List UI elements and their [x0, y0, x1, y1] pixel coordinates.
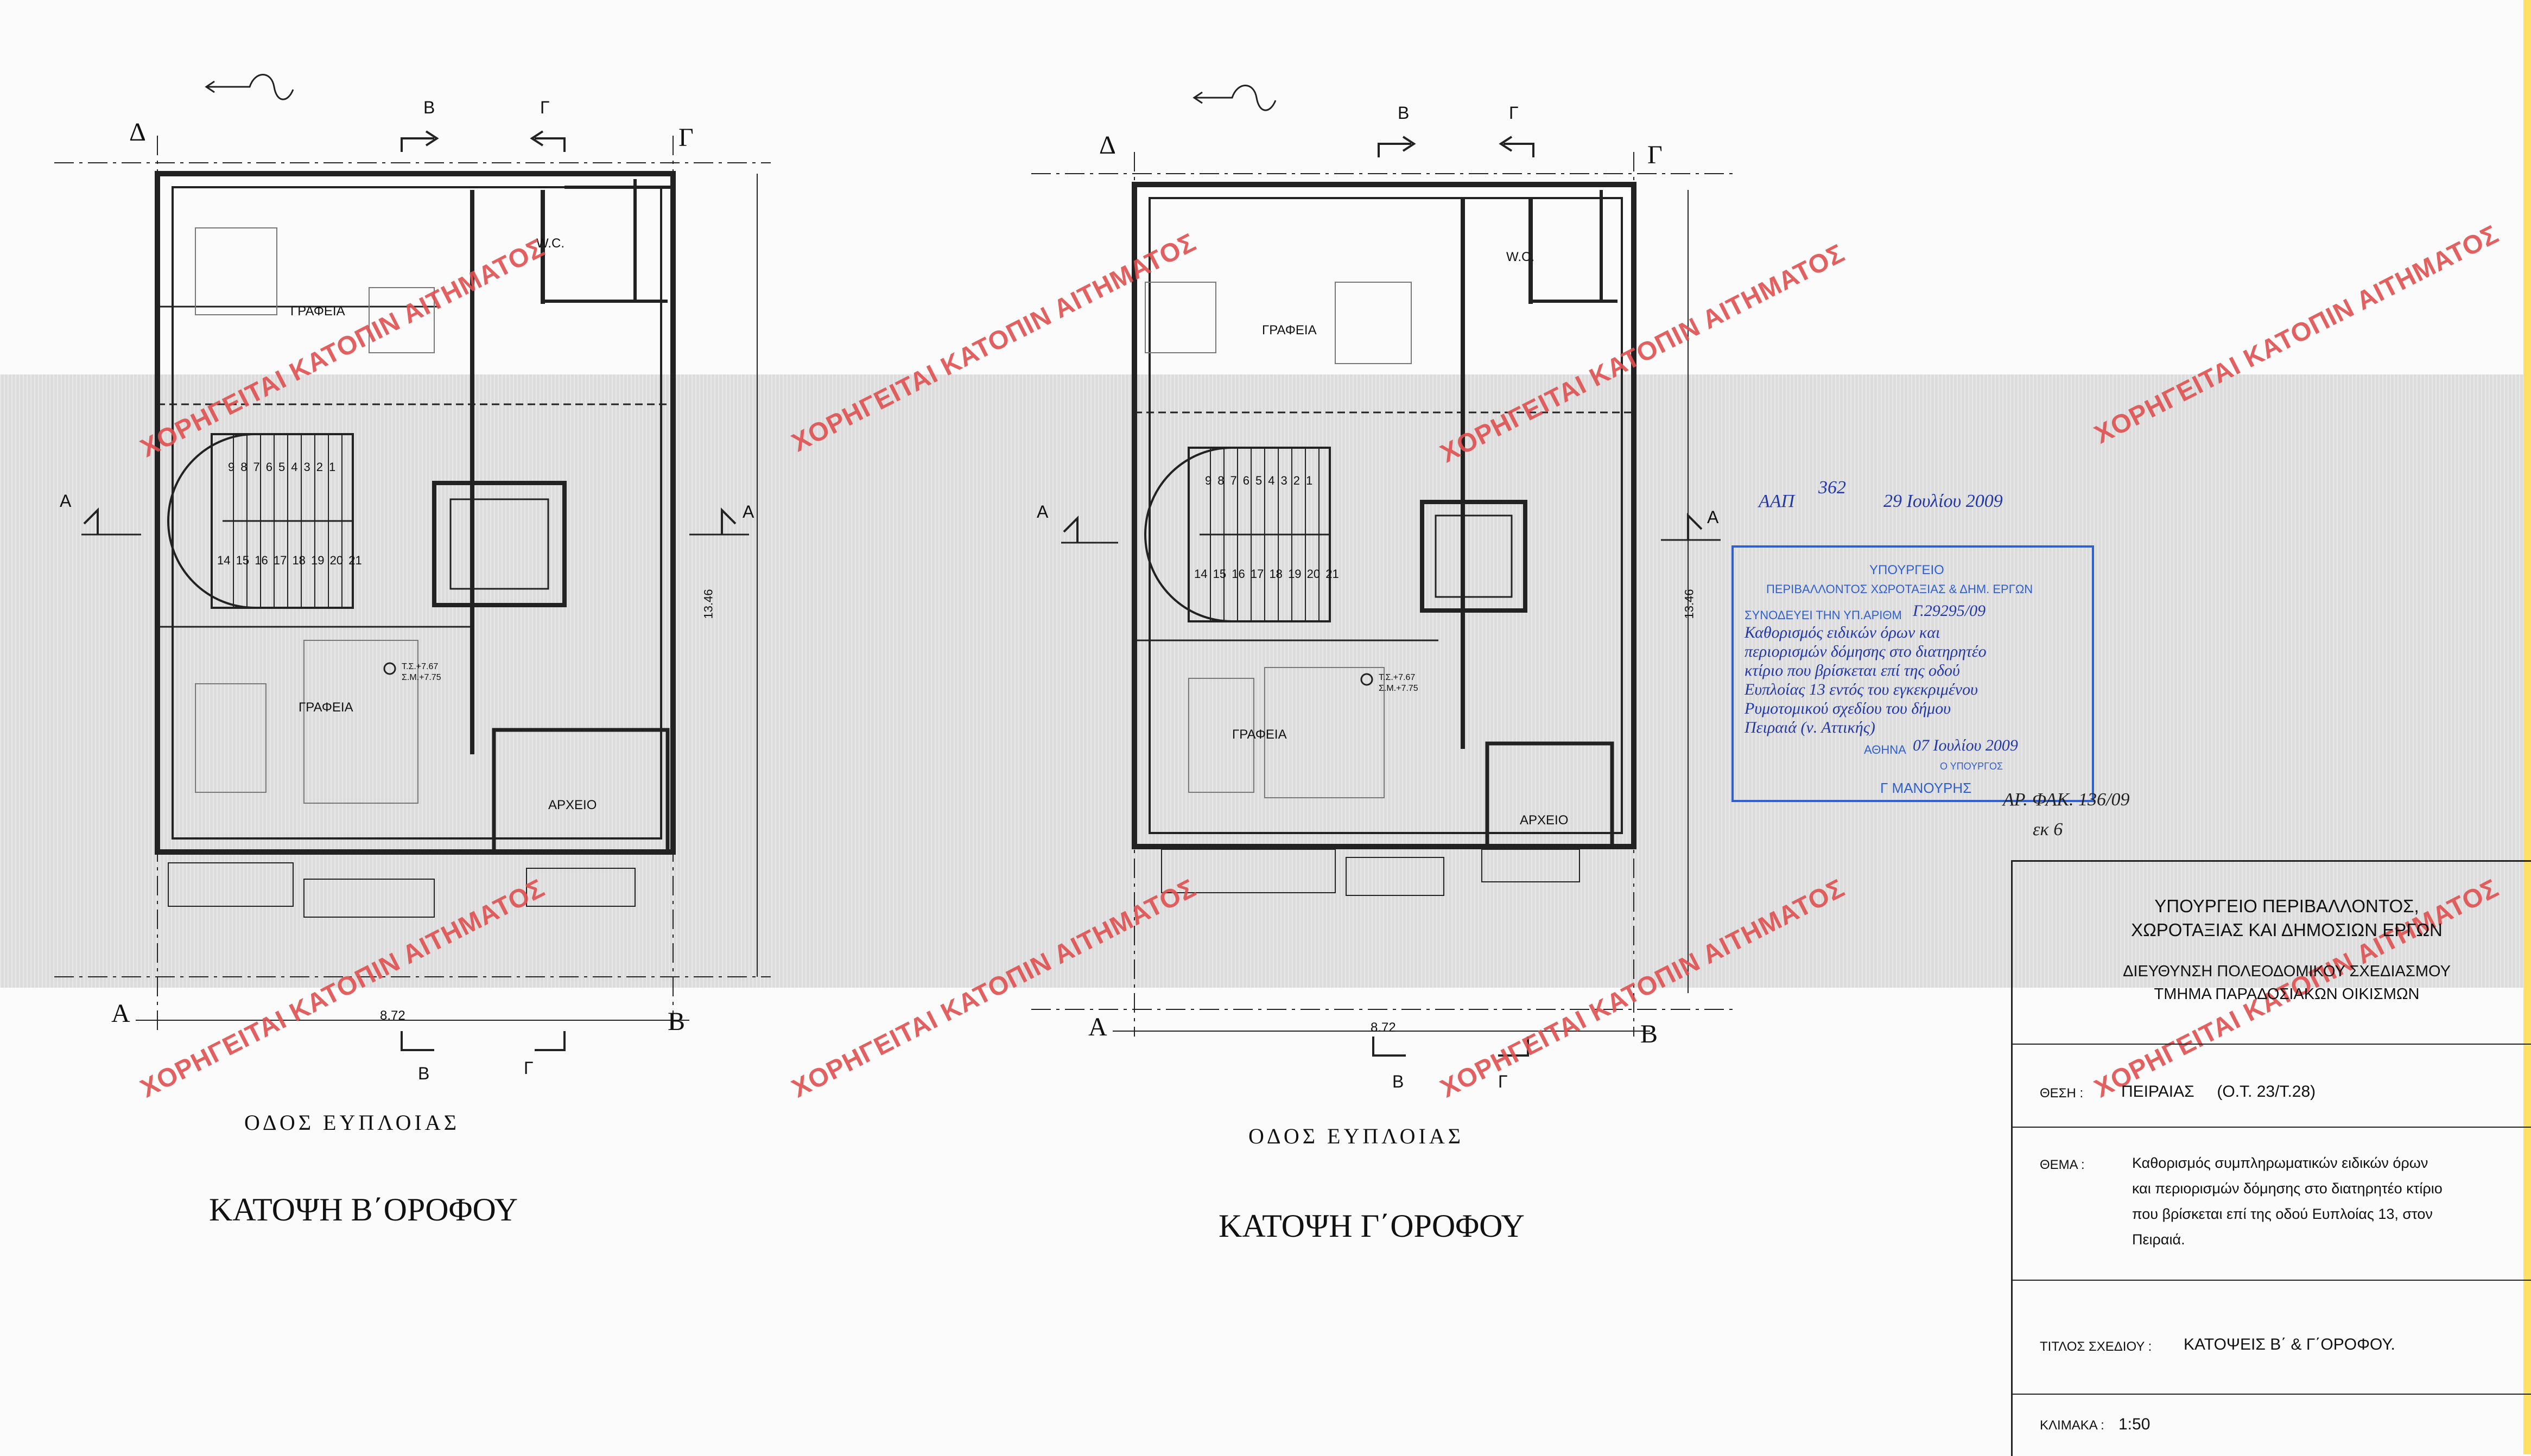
stamp-minister: Ο ΥΠΟΥΡΓΟΣ: [1940, 761, 2003, 772]
tb-directorate: ΔΙΕΥΘΥΝΣΗ ΠΟΛΕΟΔΟΜΙΚΟΥ ΣΧΕΔΙΑΣΜΟΥ: [2123, 963, 2451, 980]
axis-mark-d-left: Δ: [129, 118, 146, 147]
level-2-right: Σ.Μ.+7.75: [1379, 684, 1418, 693]
stamp-date: 07 Ιουλίου 2009: [1913, 736, 2018, 754]
section-a-left-right: Α: [1037, 502, 1049, 522]
axis-mark-b-right: Β: [1640, 1020, 1658, 1048]
tb-ministry-1: ΥΠΟΥΡΓΕΙΟ ΠΕΡΙΒΑΛΛΟΝΤΟΣ,: [2154, 896, 2419, 916]
tb-subject-4: Πειραιά.: [2132, 1231, 2185, 1248]
width-dim-left: 8.72: [380, 1008, 405, 1023]
stamp-header-2: ΠΕΡΙΒΑΛΛΟΝΤΟΣ ΧΩΡΟΤΑΞΙΑΣ & ΔΗΜ. ΕΡΓΩΝ: [1766, 582, 2033, 596]
stamp-city: ΑΘΗΝΑ: [1864, 743, 1906, 756]
tb-scale: 1:50: [2118, 1415, 2151, 1433]
tb-subject-1: Καθορισμός συμπληρωματικών ειδικών όρων: [2132, 1155, 2428, 1171]
tb-subject-label: ΘΕΜΑ :: [2040, 1158, 2085, 1172]
width-dim-right: 8.72: [1371, 1020, 1396, 1035]
axis-mark-d-right: Δ: [1099, 131, 1116, 160]
tb-location-label: ΘΕΣΗ :: [2040, 1086, 2084, 1101]
section-g-bottom-left: Γ: [524, 1058, 534, 1078]
gazette-prefix: ΑΑΠ: [1759, 491, 1795, 511]
section-a-right-left: Α: [743, 502, 754, 522]
section-g-top-left: Γ: [540, 98, 550, 117]
file-number: ΑΡ. ΦΑΚ. 136/09: [2003, 790, 2130, 810]
axis-mark-g-left: Γ: [678, 123, 694, 152]
stamp-signer: Γ ΜΑΝΟΥΡΗΣ: [1880, 780, 1972, 796]
street-name-left: ΟΔΟΣ ΕΥΠΛΟΙΑΣ: [244, 1110, 460, 1135]
tb-scale-label: ΚΛΙΜΑΚΑ :: [2040, 1418, 2104, 1433]
axis-mark-b-left: Β: [668, 1007, 686, 1036]
axis-mark-g-right: Γ: [1647, 141, 1663, 169]
gazette-date: 29 Ιουλίου 2009: [1883, 491, 2003, 511]
section-b-bottom-right: Β: [1392, 1072, 1404, 1091]
tb-department: ΤΜΗΜΑ ΠΑΡΑΔΟΣΙΑΚΩΝ ΟΙΚΙΣΜΩΝ: [2154, 985, 2420, 1003]
room-wc-right: W.C.: [1506, 250, 1534, 264]
level-1-right: Τ.Σ.+7.67: [1379, 673, 1416, 682]
section-a-right-right: Α: [1707, 507, 1719, 527]
stamp-protocol-number: Γ.29295/09: [1913, 602, 1986, 620]
section-g-bottom-right: Γ: [1498, 1072, 1508, 1091]
scan-grey-band: [0, 374, 2531, 988]
tb-subject-2: και περιορισμών δόμησης στο διατηρητέο κ…: [2132, 1180, 2443, 1197]
height-dim-left: 13.46: [701, 589, 715, 619]
room-offices-bottom-left: ΓΡΑΦΕΙΑ: [299, 700, 353, 715]
tb-drawing-title-label: ΤΙΤΛΟΣ ΣΧΕΔΙΟΥ :: [2040, 1339, 2152, 1354]
tb-subject-3: που βρίσκεται επί της οδού Ευπλοίας 13, …: [2132, 1206, 2433, 1222]
stair-steps-bottom-right: 14 15 16 17 18 19 20 21: [1194, 567, 1339, 581]
section-b-top-right: Β: [1398, 103, 1410, 123]
plan-title-left: ΚΑΤΟΨΗ Β΄ΟΡΟΦΟΥ: [209, 1192, 518, 1228]
tb-drawing-title: ΚΑΤΟΨΕΙΣ Β΄ & Γ΄ΟΡΟΦΟΥ.: [2184, 1336, 2395, 1353]
level-1-left: Τ.Σ.+7.67: [402, 662, 439, 671]
section-b-bottom-left: Β: [418, 1064, 430, 1083]
gazette-number: 362: [1818, 478, 1846, 498]
stamp-header-1: ΥΠΟΥΡΓΕΙΟ: [1869, 563, 1944, 577]
level-marker-left: [383, 662, 396, 675]
room-archive-right: ΑΡΧΕΙΟ: [1520, 813, 1569, 828]
section-b-top-left: Β: [423, 98, 435, 117]
right-plan-walls: [1031, 85, 1737, 1057]
level-2-left: Σ.Μ.+7.75: [402, 673, 441, 682]
room-offices-bottom-right: ΓΡΑΦΕΙΑ: [1232, 727, 1287, 742]
room-offices-top-right: ΓΡΑΦΕΙΑ: [1262, 323, 1317, 338]
approval-stamp: ΥΠΟΥΡΓΕΙΟ ΠΕΡΙΒΑΛΛΟΝΤΟΣ ΧΩΡΟΤΑΞΙΑΣ & ΔΗΜ…: [1731, 545, 2094, 802]
height-dim-right: 13.46: [1682, 589, 1696, 619]
section-g-top-right: Γ: [1509, 103, 1519, 123]
stair-steps-top-right: 987654321: [1205, 474, 1319, 487]
stamp-handwriting-2: περιορισμών δόμησης στο διατηρητέο: [1745, 643, 1987, 660]
stamp-handwriting-5: Ρυμοτομικού σχεδίου του δήμου: [1745, 700, 1951, 717]
stamp-handwriting-1: Καθορισμός ειδικών όρων και: [1745, 624, 1940, 641]
room-wc-left: W.C.: [536, 236, 564, 251]
section-a-left-left: Α: [60, 491, 72, 511]
tb-location: ΠΕΙΡΑΙΑΣ (Ο.Τ. 23/Τ.28): [2121, 1083, 2316, 1101]
axis-mark-a-left: Α: [111, 999, 130, 1028]
paper-edge: [2523, 0, 2531, 1454]
room-archive-left: ΑΡΧΕΙΟ: [548, 798, 597, 812]
level-marker-right: [1360, 673, 1373, 686]
stair-steps-top-left: 987654321: [228, 460, 342, 474]
tb-ministry-2: ΧΩΡΟΤΑΞΙΑΣ ΚΑΙ ΔΗΜΟΣΙΩΝ ΕΡΓΩΝ: [2131, 920, 2443, 940]
room-offices-top-left: ΓΡΑΦΕΙΑ: [290, 304, 345, 319]
street-name-right: ΟΔΟΣ ΕΥΠΛΟΙΑΣ: [1248, 1124, 1464, 1148]
stamp-handwriting-6: Πειραιά (ν. Αττικής): [1745, 719, 1875, 736]
plan-title-right: ΚΑΤΟΨΗ Γ΄ΟΡΟΦΟΥ: [1219, 1208, 1525, 1244]
axis-mark-a-right: Α: [1088, 1013, 1107, 1041]
stamp-handwriting-4: Ευπλοίας 13 εντός του εγκεκριμένου: [1745, 681, 1978, 698]
left-plan-walls: [54, 74, 771, 1051]
copy-number: εκ 6: [2033, 819, 2063, 840]
stamp-protocol-label: ΣΥΝΟΔΕΥΕΙ ΤΗΝ ΥΠ.ΑΡΙΘΜ: [1745, 608, 1902, 622]
stair-steps-bottom-left: 14 15 16 17 18 19 20 21: [217, 554, 362, 567]
title-block: ΥΠΟΥΡΓΕΙΟ ΠΕΡΙΒΑΛΛΟΝΤΟΣ, ΧΩΡΟΤΑΞΙΑΣ ΚΑΙ …: [2011, 860, 2531, 1456]
stamp-handwriting-3: κτίριο που βρίσκεται επί της οδού: [1745, 662, 1960, 679]
